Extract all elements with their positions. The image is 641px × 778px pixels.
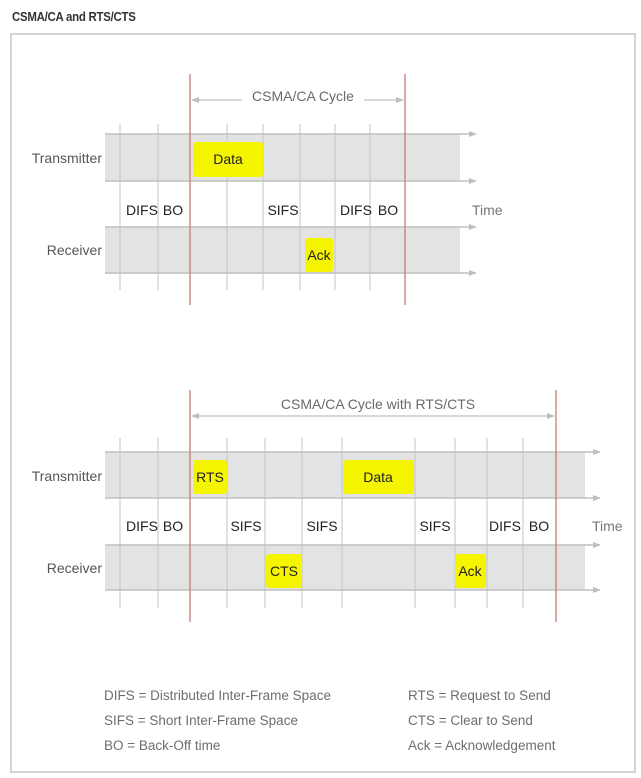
transmitter-label: Transmitter <box>32 150 103 166</box>
ack-frame-box <box>305 238 333 272</box>
diagram-csma-ca-rts-cts: CSMA/CA Cycle with RTS/CTS Transmitter R… <box>32 390 623 622</box>
cycle-label: CSMA/CA Cycle <box>252 88 354 104</box>
time-label: Time <box>592 518 623 534</box>
interval-label: BO <box>163 202 183 218</box>
interval-label: DIFS <box>489 518 521 534</box>
interval-label: SIFS <box>419 518 450 534</box>
ack-frame-box <box>455 554 486 588</box>
rts-frame-box <box>193 460 227 494</box>
interval-label: SIFS <box>230 518 261 534</box>
interval-label: DIFS <box>340 202 372 218</box>
legend-item: SIFS = Short Inter-Frame Space <box>104 713 298 728</box>
interval-label: SIFS <box>306 518 337 534</box>
interval-label: BO <box>378 202 398 218</box>
legend-item: DIFS = Distributed Inter-Frame Space <box>104 688 331 703</box>
ack-frame-label: Ack <box>307 247 331 263</box>
ack-frame-label: Ack <box>458 563 482 579</box>
data-frame-label: Data <box>363 469 393 485</box>
interval-label: DIFS <box>126 518 158 534</box>
time-label: Time <box>472 202 503 218</box>
band-arrows <box>105 131 477 276</box>
receiver-band <box>105 227 460 273</box>
cycle-label: CSMA/CA Cycle with RTS/CTS <box>281 396 475 412</box>
cts-frame-box <box>266 554 302 588</box>
legend-item: Ack = Acknowledgement <box>408 738 556 753</box>
legend-item: RTS = Request to Send <box>408 688 551 703</box>
interval-label: BO <box>163 518 183 534</box>
receiver-label: Receiver <box>47 242 103 258</box>
page-title: CSMA/CA and RTS/CTS <box>12 9 136 24</box>
data-frame-box <box>343 460 414 494</box>
rts-frame-label: RTS <box>196 469 224 485</box>
receiver-label: Receiver <box>47 560 103 576</box>
interval-label: DIFS <box>126 202 158 218</box>
transmitter-band <box>105 134 460 181</box>
data-frame-box <box>193 142 263 177</box>
interval-labels: DIFS BO SIFS SIFS SIFS DIFS BO <box>126 518 549 534</box>
legend: DIFS = Distributed Inter-Frame Space SIF… <box>104 688 556 753</box>
transmitter-label: Transmitter <box>32 468 103 484</box>
interval-label: BO <box>529 518 549 534</box>
cts-frame-label: CTS <box>270 563 298 579</box>
diagram-csma-ca: CSMA/CA Cycle Transmitter Receiver Data … <box>32 74 503 305</box>
interval-label: SIFS <box>267 202 298 218</box>
receiver-band <box>105 545 585 590</box>
band-arrows <box>105 449 601 593</box>
interval-labels: DIFS BO SIFS DIFS BO <box>126 202 398 218</box>
legend-item: BO = Back-Off time <box>104 738 220 753</box>
legend-item: CTS = Clear to Send <box>408 713 533 728</box>
time-ticks <box>119 124 371 290</box>
data-frame-label: Data <box>213 151 243 167</box>
